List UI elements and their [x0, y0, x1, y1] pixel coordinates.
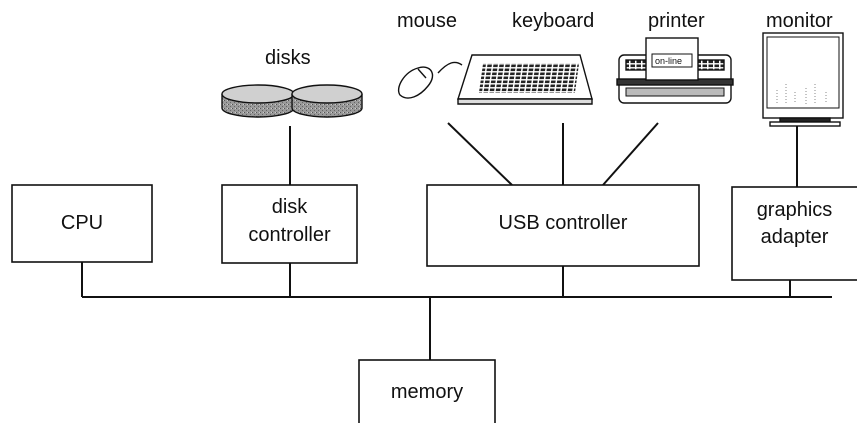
system-bus [81, 262, 832, 360]
disk-2-icon [291, 84, 363, 118]
memory-label: memory [390, 381, 464, 403]
graphics-adapter-label-line1: graphics [756, 199, 833, 221]
memory-box [358, 359, 496, 423]
disk-1-icon [221, 84, 295, 118]
monitor-label: monitor [766, 10, 833, 32]
disks-icon [221, 84, 363, 118]
disk-controller-label-line1: disk [271, 196, 308, 218]
printer-status-text: on-line [655, 56, 683, 66]
usb-controller-box [426, 184, 700, 267]
graphics-adapter-box [731, 186, 857, 281]
disk-controller-box [221, 184, 358, 264]
disk-controller-label-line2: controller [248, 224, 331, 246]
usb-controller-label: USB controller [498, 212, 628, 234]
disks-label: disks [265, 47, 311, 69]
graphics-adapter-label-line2: adapter [760, 226, 829, 248]
cpu-box [11, 184, 153, 263]
mouse-icon [398, 61, 463, 99]
device-links [289, 122, 798, 187]
cpu-label: CPU [60, 212, 104, 234]
keyboard-label: keyboard [512, 10, 595, 32]
printer-icon [616, 37, 734, 104]
monitor-icon [762, 32, 844, 127]
mouse-label: mouse [397, 10, 458, 32]
keyboard-icon [457, 54, 593, 105]
printer-label: printer [648, 10, 705, 32]
controller-boxes [11, 184, 857, 423]
